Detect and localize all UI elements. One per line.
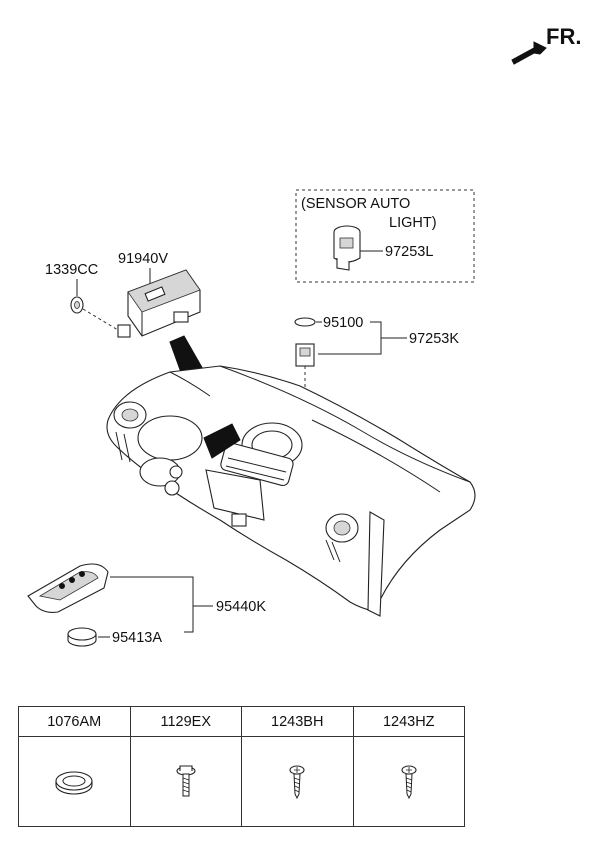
table-header-row: 1076AM 1129EX 1243BH 1243HZ	[18, 706, 465, 737]
sensor-box-title-line2: LIGHT)	[389, 215, 437, 231]
auto-light-sensor-icon	[333, 225, 361, 271]
table-cell	[18, 736, 131, 827]
flange-bolt-icon	[176, 764, 196, 796]
callout-1339CC: 1339CC	[45, 262, 98, 278]
coin-battery-icon	[67, 627, 97, 647]
front-label: FR.	[546, 24, 581, 49]
table-cell	[129, 736, 242, 827]
callout-95100: 95100	[323, 315, 363, 331]
smart-key-group: 95440K 95413A	[27, 563, 266, 647]
sensor-dashed-box	[295, 189, 475, 283]
table-cell	[241, 736, 354, 827]
sensor-box-title-line1: (SENSOR AUTO	[301, 196, 410, 212]
front-arrow-icon	[511, 41, 547, 65]
table-header-cell: 1129EX	[129, 706, 242, 737]
screw-icon	[289, 764, 305, 799]
sensor-lens-icon	[294, 317, 316, 327]
fastener-parts-table: 1076AM 1129EX 1243BH 1243HZ	[18, 706, 465, 827]
table-cell	[352, 736, 465, 827]
smart-key-fob-icon	[27, 563, 109, 613]
control-module-icon	[117, 269, 201, 338]
table-header-cell: 1076AM	[18, 706, 131, 737]
table-header-cell: 1243BH	[241, 706, 354, 737]
crash-pad-dashboard	[106, 365, 476, 617]
front-direction-indicator: FR.	[511, 24, 581, 65]
sensor-auto-light-group: (SENSOR AUTO LIGHT) 97253L	[295, 189, 475, 283]
photo-sensor-connector-icon	[295, 343, 315, 367]
table-header-cell: 1243HZ	[352, 706, 465, 737]
callout-91940V: 91940V	[118, 251, 168, 267]
callout-95413A: 95413A	[112, 630, 162, 646]
callout-95440K: 95440K	[216, 599, 266, 615]
nut-icon	[70, 296, 84, 314]
callout-97253K: 97253K	[409, 331, 459, 347]
grommet-icon	[55, 770, 93, 795]
photo-sensor-group: 95100 97253K	[294, 315, 459, 420]
module-group: 1339CC 91940V	[45, 251, 201, 338]
table-row	[18, 736, 465, 827]
screw-icon	[401, 764, 417, 799]
callout-97253L: 97253L	[385, 244, 433, 260]
